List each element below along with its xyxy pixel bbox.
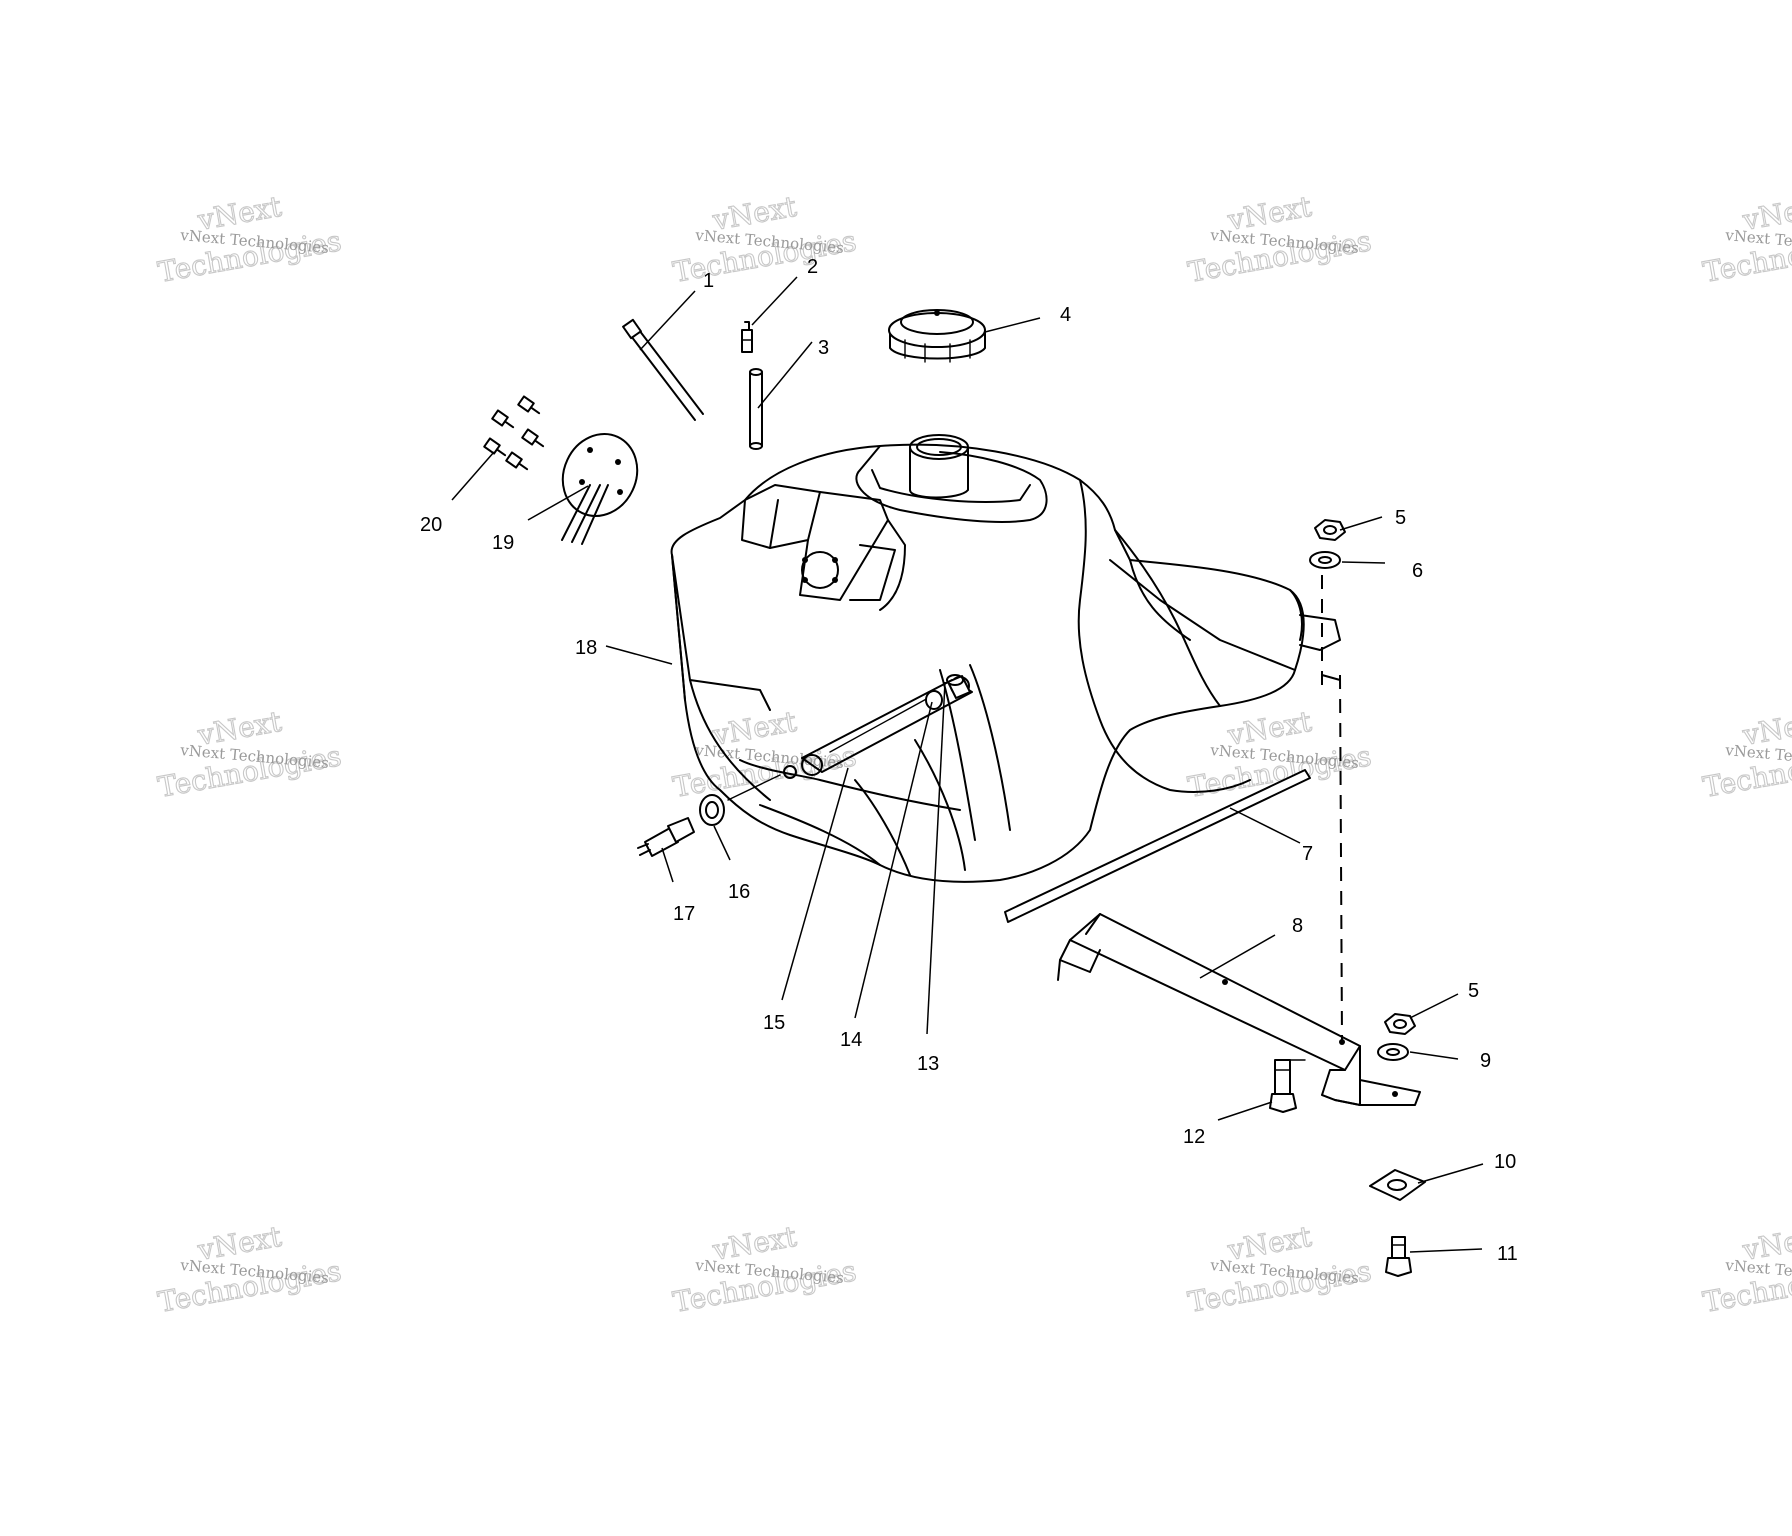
vent-hose (622, 318, 704, 421)
screw (521, 428, 545, 448)
callout-15: 15 (763, 1012, 785, 1034)
mounting-bracket (1057, 913, 1421, 1106)
vent-valve (741, 321, 753, 353)
fuel-fitting (637, 817, 695, 857)
rubber-strip (1004, 769, 1311, 923)
watermark: vNext Technologies vNext Technologies (670, 189, 859, 289)
callout-5-lower: 5 (1468, 980, 1479, 1002)
screw (483, 437, 507, 457)
spacer-14 (925, 690, 943, 710)
callout-10: 10 (1494, 1151, 1516, 1173)
fuel-pump-plate (561, 433, 639, 545)
fuel-tank (670, 443, 1341, 883)
callout-6: 6 (1412, 560, 1423, 582)
grommet (699, 765, 797, 826)
callout-7: 7 (1302, 843, 1313, 865)
watermarks: vNext Technologies vNext Technologies vN… (155, 189, 1792, 1319)
callout-3: 3 (818, 337, 829, 359)
leader-lines (451, 276, 1484, 1253)
screw-set (483, 395, 545, 471)
bolt-12 (1269, 1059, 1306, 1113)
callout-8: 8 (1292, 915, 1303, 937)
callout-14: 14 (840, 1029, 862, 1051)
callout-11: 11 (1497, 1243, 1518, 1265)
callout-9: 9 (1480, 1050, 1491, 1072)
fuel-cap (888, 309, 986, 363)
nut-upper (1314, 519, 1346, 541)
alignment-line-joint (1321, 674, 1341, 681)
callout-4: 4 (1060, 304, 1071, 326)
rubber-pad (1369, 1169, 1426, 1201)
screw (491, 409, 515, 429)
callout-19: 19 (492, 532, 514, 554)
watermark: vNext Technologies vNext Technologies (670, 1219, 859, 1319)
bolt-11 (1385, 1236, 1412, 1277)
callout-18: 18 (575, 637, 597, 659)
nut-lower (1384, 1013, 1416, 1035)
watermark: vNext Technologies vNext Technologies (1700, 704, 1792, 804)
washer-upper (1309, 551, 1341, 569)
callout-17: 17 (673, 903, 695, 925)
watermark: vNext Technologies vNext Technologies (155, 704, 344, 804)
callout-16: 16 (728, 881, 750, 903)
screw (505, 451, 529, 471)
callout-20: 20 (420, 514, 442, 536)
vent-tube (749, 368, 763, 450)
watermark: vNext Technologies vNext Technologies (1700, 189, 1792, 289)
watermark: vNext Technologies vNext Technologies (1700, 1219, 1792, 1319)
watermark: vNext Technologies vNext Technologies (155, 1219, 344, 1319)
watermark: vNext Technologies vNext Technologies (670, 704, 859, 804)
fuel-pump-mount (741, 484, 906, 611)
callout-1: 1 (703, 270, 714, 292)
filler-neck (909, 434, 969, 499)
alignment-line (1339, 674, 1343, 1041)
screw (517, 395, 541, 415)
watermark: vNext Technologies vNext Technologies (1185, 189, 1374, 289)
callout-2: 2 (807, 256, 818, 278)
callout-5-upper: 5 (1395, 507, 1406, 529)
callout-12: 12 (1183, 1126, 1205, 1148)
callout-13: 13 (917, 1053, 939, 1075)
callout-labels: 1 2 3 4 5 6 7 8 5 9 10 11 12 13 14 15 16… (420, 256, 1518, 1265)
spacer-13 (946, 674, 971, 699)
watermark: vNext Technologies vNext Technologies (1185, 1219, 1374, 1319)
watermark: vNext Technologies vNext Technologies (155, 189, 344, 289)
washer-lower (1377, 1043, 1409, 1061)
